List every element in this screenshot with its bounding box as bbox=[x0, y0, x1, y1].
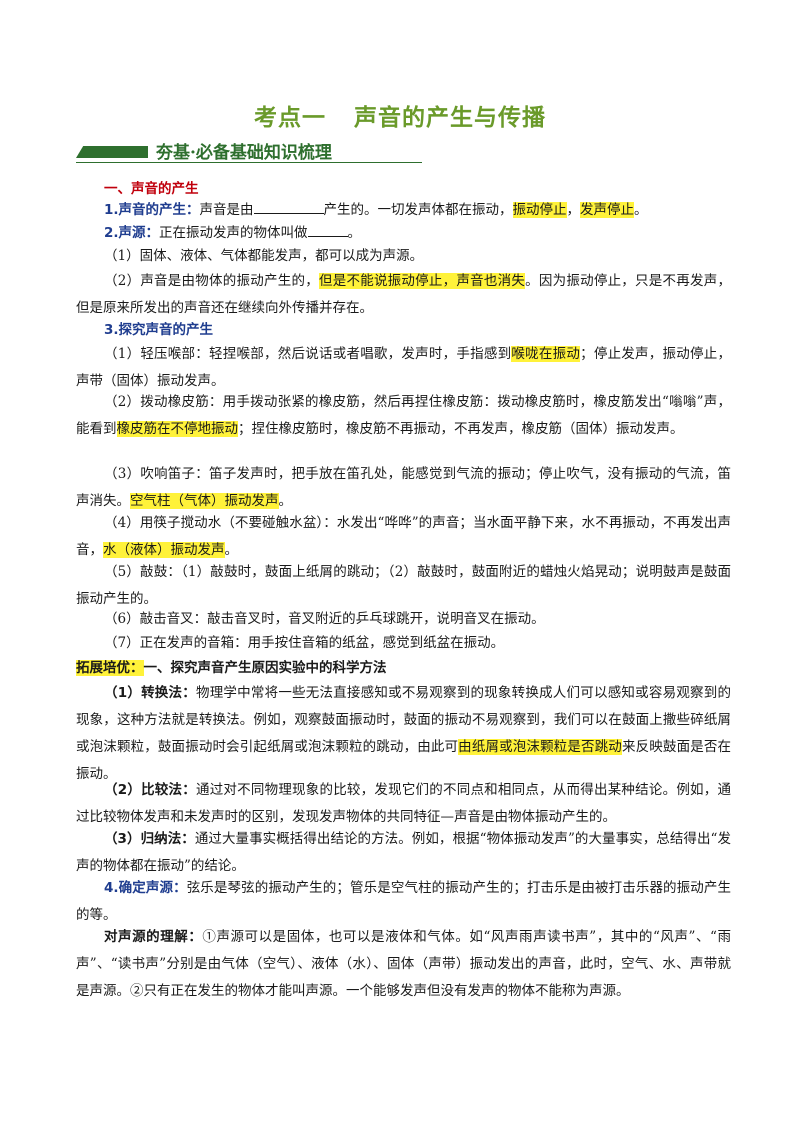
highlight-rubber-band: 橡皮筋在不停地振动 bbox=[116, 421, 238, 437]
experiment-2: （2）拨动橡皮筋：用手拨动张紧的橡皮筋，然后再捏住橡皮筋：拨动橡皮筋时，橡皮筋发… bbox=[76, 389, 731, 443]
paragraph-source-understanding: 对声源的理解：①声源可以是固体，也可以是液体和气体。如“风声雨声读书声”，其中的… bbox=[76, 924, 731, 1005]
label-comparison: （2）比较法： bbox=[104, 782, 196, 798]
label-induction: （3）归纳法： bbox=[104, 831, 195, 847]
highlight-water: 水（液体）振动发声 bbox=[103, 542, 225, 558]
experiment-6: （6）敲击音叉：敲击音叉时，音叉附近的乒乓球跳开，说明音叉在振动。 bbox=[104, 611, 545, 627]
label-sound-production: 1.声音的产生： bbox=[104, 202, 200, 218]
banner-bar-icon bbox=[76, 146, 148, 158]
text: 声音是由 bbox=[199, 202, 254, 218]
text: 通过大量事实概括得出结论的方法。例如，根据“物体振动发声”的大量事实，总结得出“… bbox=[76, 831, 731, 874]
highlight-sound-stop: 发声停止 bbox=[580, 202, 635, 218]
text: 。 bbox=[347, 225, 362, 241]
highlight-air-column: 空气柱（气体）振动发声 bbox=[130, 493, 279, 509]
label-conversion: （1）转换法： bbox=[104, 685, 196, 701]
text: （3）吹响笛子：笛子发声时，把手放在笛孔处，能感觉到气流的振动；停止吹气，没有振… bbox=[76, 466, 731, 509]
experiment-3: （3）吹响笛子：笛子发声时，把手放在笛孔处，能感觉到气流的振动；停止吹气，没有振… bbox=[76, 461, 731, 515]
text: 。 bbox=[634, 202, 648, 218]
highlight-vibration-stop: 振动停止 bbox=[512, 202, 567, 218]
extension-heading: 拓展培优：一、探究声音产生原因实验中的科学方法 bbox=[76, 655, 731, 682]
method-conversion: （1）转换法：物理学中常将一些无法直接感知或不易观察到的现象转换成人们可以感知或… bbox=[76, 680, 731, 788]
fill-blank-1 bbox=[253, 199, 324, 214]
highlight-not-disappear: 但是不能说振动停止，声音也消失 bbox=[318, 273, 526, 289]
label-determine-source: 4.确定声源： bbox=[104, 880, 187, 896]
extension-tag: 拓展培优： bbox=[76, 660, 144, 676]
section-banner: 夯基·必备基础知识梳理 bbox=[76, 138, 422, 164]
text: 来反映鼓面是否在振动。 bbox=[76, 739, 732, 782]
text: （4）用筷子搅动水（不要碰触水盆）：水发出“哗哗”的声音；当水面平静下来，水不再… bbox=[76, 515, 731, 558]
text: ；捏住橡皮筋时，橡皮筋不再振动，不再发声，橡皮筋（固体）振动发声。 bbox=[238, 421, 684, 437]
text: 。因为振动停止，只是不再发声，但是原来所发出的声音还在继续向外传播并存在。 bbox=[76, 273, 732, 316]
heading-explore: 3.探究声音的产生 bbox=[104, 322, 214, 338]
paragraph-sound-production: 1.声音的产生：声音是由 产生的。一切发声体都在振动，振动停止，发声停止。 bbox=[76, 197, 731, 224]
text: 通过对不同物理现象的比较，发现它们的不同点和相同点，从而得出某种结论。例如，通过… bbox=[76, 782, 731, 825]
text: 产生的。一切发声体都在振动， bbox=[323, 202, 513, 218]
highlight-throat: 喉咙在振动 bbox=[511, 346, 581, 362]
fill-blank-2 bbox=[307, 222, 348, 237]
text: 。 bbox=[278, 493, 293, 509]
paragraph-sound-source: 2.声源：正在振动发声的物体叫做 。 bbox=[76, 220, 731, 247]
text: 物理学中常将一些无法直接感知或不易观察到的现象转换成人们可以感知或容易观察到的现… bbox=[76, 685, 731, 755]
text: ， bbox=[566, 202, 581, 218]
section-heading-sound-production: 一、声音的产生 bbox=[104, 181, 199, 197]
method-induction: （3）归纳法：通过大量事实概括得出结论的方法。例如，根据“物体振动发声”的大量事… bbox=[76, 826, 731, 880]
label-source-understanding: 对声源的理解： bbox=[104, 929, 203, 945]
text: 弦乐是琴弦的振动产生的；管乐是空气柱的振动产生的；打击乐是由被打击乐器的振动产生… bbox=[76, 880, 731, 923]
banner-underline bbox=[76, 162, 422, 163]
banner-text: 夯基·必备基础知识梳理 bbox=[156, 143, 332, 163]
text: （1）轻压喉部：轻捏喉部，然后说话或者唱歌，发声时，手指感到 bbox=[104, 346, 512, 362]
text: 。 bbox=[224, 542, 239, 558]
title-part2: 声音的产生与传播 bbox=[354, 105, 546, 131]
paragraph-source-2: （2）声音是由物体的振动产生的，但是不能说振动停止，声音也消失。因为振动停止，只… bbox=[76, 268, 731, 322]
text: 正在振动发声的物体叫做 bbox=[159, 225, 308, 241]
page-title: 考点一 声音的产生与传播 bbox=[0, 98, 800, 132]
text: ①声源可以是固体，也可以是液体和气体。如“风声雨声读书声”，其中的“风声”、“雨… bbox=[76, 929, 732, 999]
text: （2）拨动橡皮筋：用手拨动张紧的橡皮筋，然后再捏住橡皮筋：拨动橡皮筋时，橡皮筋发… bbox=[76, 394, 731, 437]
paragraph-source-1: （1）固体、液体、气体都能发声，都可以成为声源。 bbox=[104, 248, 424, 264]
title-part1: 考点一 bbox=[254, 105, 326, 131]
experiment-4: （4）用筷子搅动水（不要碰触水盆）：水发出“哗哗”的声音；当水面平静下来，水不再… bbox=[76, 510, 731, 564]
text: （2）声音是由物体的振动产生的， bbox=[104, 273, 319, 289]
text: ；停止发声，振动停止，声带（固体）振动发声。 bbox=[76, 346, 732, 389]
experiment-5: （5）敲鼓：（1）敲鼓时，鼓面上纸屑的跳动；（2）敲鼓时，鼓面附近的蜡烛火焰晃动… bbox=[76, 564, 731, 607]
label-sound-source: 2.声源： bbox=[104, 225, 160, 241]
highlight-paper-bits: 由纸屑或泡沫颗粒是否跳动 bbox=[458, 739, 622, 755]
experiment-1: （1）轻压喉部：轻捏喉部，然后说话或者唱歌，发声时，手指感到喉咙在振动；停止发声… bbox=[76, 341, 731, 395]
experiment-7: （7）正在发声的音箱：用手按住音箱的纸盆，感觉到纸盆在振动。 bbox=[104, 635, 505, 651]
extension-title: 一、探究声音产生原因实验中的科学方法 bbox=[143, 660, 387, 676]
method-comparison: （2）比较法：通过对不同物理现象的比较，发现它们的不同点和相同点，从而得出某种结… bbox=[76, 777, 731, 831]
paragraph-determine-source: 4.确定声源：弦乐是琴弦的振动产生的；管乐是空气柱的振动产生的；打击乐是由被打击… bbox=[76, 875, 731, 929]
